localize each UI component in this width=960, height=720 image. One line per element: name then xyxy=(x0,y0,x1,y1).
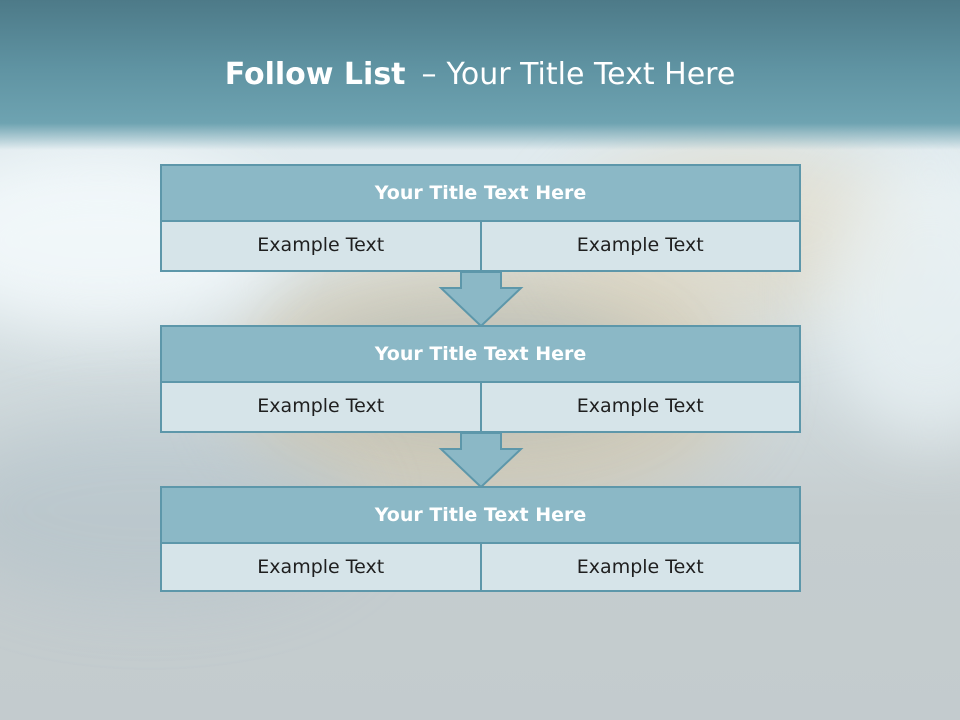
step-title: Your Title Text Here xyxy=(160,486,801,544)
step-cell-left: Example Text xyxy=(257,395,385,417)
slide-title-bold: Follow List xyxy=(224,57,406,92)
flow-step-1: Your Title Text Here Example Text Exampl… xyxy=(160,164,801,272)
step-cell-right: Example Text xyxy=(479,222,800,270)
step-row: Example Text Example Text xyxy=(160,544,801,592)
step-cell-left: Example Text xyxy=(257,234,385,256)
step-cell-left: Example Text xyxy=(257,556,385,578)
flow-step-3: Your Title Text Here Example Text Exampl… xyxy=(160,486,801,592)
step-row: Example Text Example Text xyxy=(160,383,801,433)
flow-step-2: Your Title Text Here Example Text Exampl… xyxy=(160,325,801,433)
step-cell-right: Example Text xyxy=(479,383,800,431)
step-cell-right: Example Text xyxy=(479,544,800,590)
down-arrow-icon xyxy=(438,271,524,328)
slide-title-text: Your Title Text Here xyxy=(446,57,736,92)
slide-title-separator: – xyxy=(421,57,437,92)
step-row: Example Text Example Text xyxy=(160,222,801,272)
header-band xyxy=(0,0,960,150)
step-title: Your Title Text Here xyxy=(160,164,801,222)
down-arrow-icon xyxy=(438,432,524,489)
slide-title: Follow List–Your Title Text Here xyxy=(0,52,960,98)
step-title: Your Title Text Here xyxy=(160,325,801,383)
